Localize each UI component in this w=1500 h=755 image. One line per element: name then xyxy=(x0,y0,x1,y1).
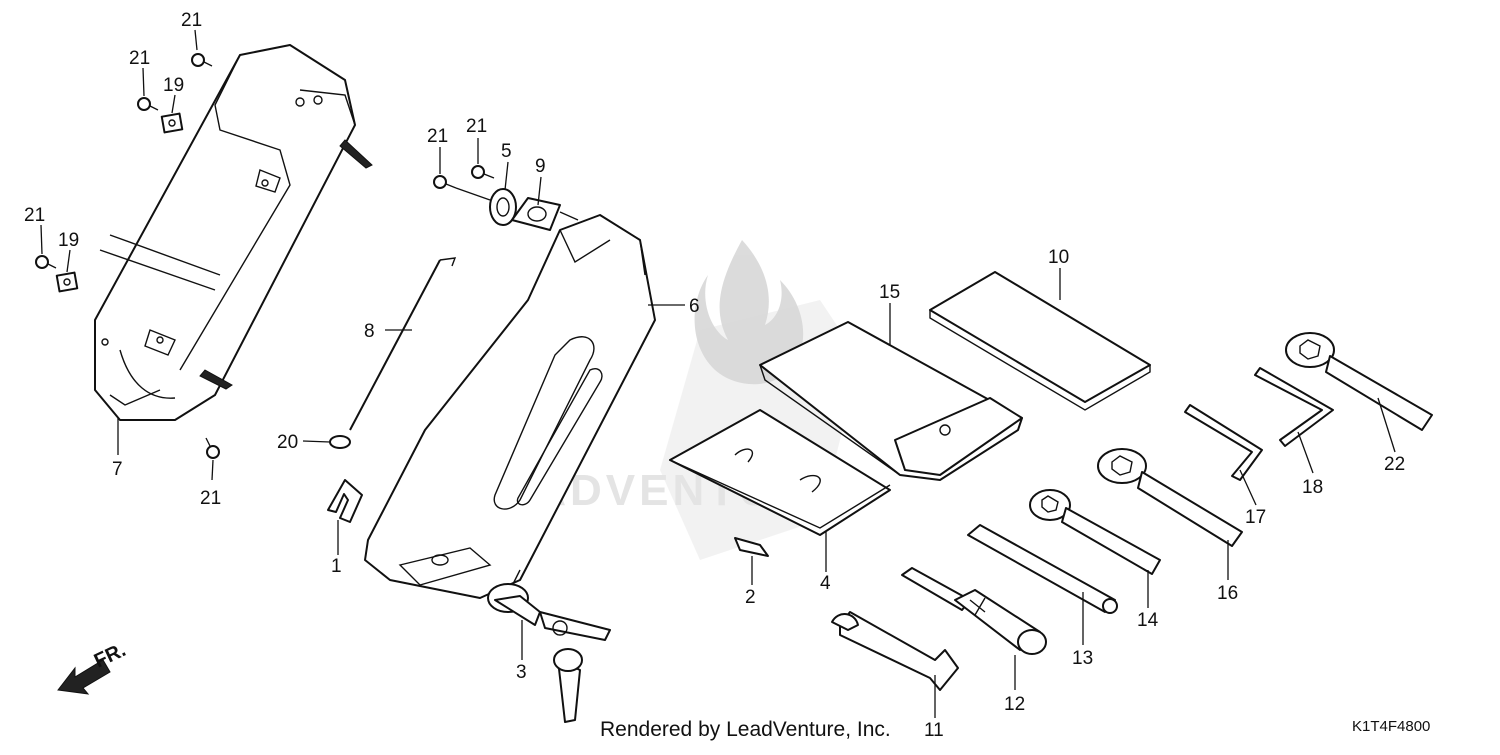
callout-12: 12 xyxy=(1004,694,1025,715)
callout-15: 15 xyxy=(879,282,900,303)
part-2-small-clip xyxy=(734,537,769,557)
part-7-storage-box xyxy=(94,44,373,421)
part-4-manual-bag xyxy=(669,409,891,536)
part-9-gasket xyxy=(511,197,561,231)
callout-2: 2 xyxy=(745,587,756,608)
callout-1: 1 xyxy=(331,556,342,577)
callout-22: 22 xyxy=(1384,454,1405,475)
callout-7: 7 xyxy=(112,459,123,480)
callout-5: 5 xyxy=(501,141,512,162)
callout-3: 3 xyxy=(516,662,527,683)
callout-10: 10 xyxy=(1048,247,1069,268)
part-6-side-cover xyxy=(364,214,656,599)
callout-18: 18 xyxy=(1302,477,1323,498)
callout-16: 16 xyxy=(1217,583,1238,604)
part-18-hex-key xyxy=(1254,367,1334,447)
callout-11: 11 xyxy=(924,720,944,741)
callout-19: 19 xyxy=(163,75,184,96)
callout-6: 6 xyxy=(689,296,700,317)
callout-8: 8 xyxy=(364,321,375,342)
callout-21: 21 xyxy=(427,126,448,147)
part-14-ring-wrench xyxy=(1029,489,1161,575)
callout-9: 9 xyxy=(535,156,546,177)
part-20-washer xyxy=(329,435,351,449)
callout-19: 19 xyxy=(58,230,79,251)
callout-17: 17 xyxy=(1245,507,1266,528)
part-3-key-cylinder xyxy=(487,583,611,723)
render-credit: Rendered by LeadVenture, Inc. xyxy=(600,718,891,741)
callout-21: 21 xyxy=(200,488,221,509)
nut-19-icon xyxy=(55,112,184,293)
part-5-lock-plate xyxy=(489,188,517,226)
callout-14: 14 xyxy=(1137,610,1159,631)
diagram-code: K1T4F4800 xyxy=(1352,718,1431,735)
leader-lines xyxy=(40,29,1396,718)
callout-21: 21 xyxy=(466,116,487,137)
callout-13: 13 xyxy=(1072,648,1093,669)
part-16-ring-wrench xyxy=(1097,448,1243,547)
part-22-ring-wrench xyxy=(1285,332,1433,431)
callout-21: 21 xyxy=(129,48,150,69)
part-1-clip xyxy=(327,479,363,523)
front-direction-arrow-icon: FR. xyxy=(57,639,129,695)
screw-21-icon xyxy=(35,53,495,459)
callout-21: 21 xyxy=(181,10,202,31)
callout-21: 21 xyxy=(24,205,45,226)
callout-4: 4 xyxy=(820,573,831,594)
callout-20: 20 xyxy=(277,432,298,453)
part-17-hex-key xyxy=(1184,404,1263,481)
part-15-tool-bag xyxy=(759,321,1023,481)
part-11-open-wrench xyxy=(831,611,959,691)
part-8-rod xyxy=(349,257,457,431)
callout-labels: 21 21 19 21 19 21 7 8 20 1 21 21 5 9 6 3… xyxy=(24,10,1405,741)
part-12-plug-socket xyxy=(901,567,1047,655)
